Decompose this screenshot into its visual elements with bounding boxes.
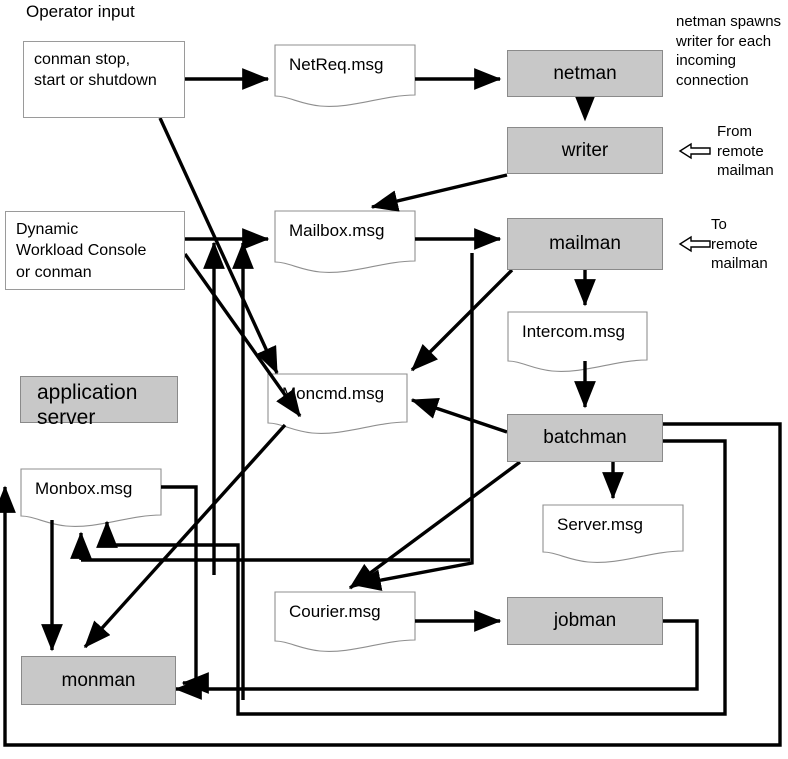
- page-title: Operator input: [26, 2, 135, 21]
- node-monbox-msg[interactable]: Monbox.msg: [21, 469, 161, 517]
- monman-label: monman: [61, 669, 136, 691]
- mailman-label: mailman: [549, 233, 621, 254]
- to-remote-mailman-icon: [678, 235, 711, 253]
- application-server-line2: server: [37, 405, 96, 429]
- node-batchman[interactable]: batchman: [507, 414, 663, 462]
- conman-command-line1: conman stop,: [34, 51, 131, 68]
- batchman-label: batchman: [543, 427, 627, 448]
- node-mailman[interactable]: mailman: [507, 218, 663, 270]
- from-remote-mailman-icon: [678, 142, 711, 160]
- caption-from-remote-mailman: From remote mailman: [717, 123, 774, 179]
- dwc-line3: or conman: [16, 263, 92, 281]
- dwc-line2: Workload Console: [16, 242, 147, 260]
- node-moncmd-msg[interactable]: Moncmd.msg: [268, 374, 407, 424]
- node-jobman[interactable]: jobman: [507, 597, 663, 645]
- dwc-line1: Dynamic: [16, 221, 79, 238]
- conman-command-line2: start or shutdown: [34, 72, 157, 90]
- application-server-line1: application: [37, 381, 138, 404]
- node-netman[interactable]: netman: [507, 50, 663, 97]
- server-msg-label: Server.msg: [557, 515, 643, 534]
- monbox-msg-label: Monbox.msg: [35, 479, 133, 498]
- node-writer[interactable]: writer: [507, 127, 663, 174]
- node-server-msg[interactable]: Server.msg: [543, 505, 683, 553]
- node-monman[interactable]: monman: [21, 656, 176, 705]
- writer-label: writer: [561, 139, 609, 161]
- node-conman-command[interactable]: conman stop, start or shutdown: [23, 41, 185, 118]
- node-mailbox-msg[interactable]: Mailbox.msg: [275, 211, 415, 263]
- mailbox-msg-label: Mailbox.msg: [289, 221, 385, 240]
- moncmd-msg-label: Moncmd.msg: [282, 384, 385, 403]
- netreq-msg-label: NetReq.msg: [289, 55, 384, 74]
- jobman-label: jobman: [553, 610, 617, 631]
- courier-msg-label: Courier.msg: [289, 602, 381, 621]
- caption-to-remote-mailman: To remote mailman: [711, 216, 768, 272]
- caption-netman-spawns: netman spawns writer for each incoming c…: [676, 13, 782, 89]
- legend-application-server: application server: [20, 376, 178, 429]
- node-courier-msg[interactable]: Courier.msg: [275, 592, 415, 642]
- netman-label: netman: [553, 62, 617, 84]
- intercom-msg-label: Intercom.msg: [522, 322, 625, 341]
- node-netreq-msg[interactable]: NetReq.msg: [275, 45, 415, 97]
- node-dynamic-workload-console[interactable]: Dynamic Workload Console or conman: [5, 211, 185, 290]
- node-intercom-msg[interactable]: Intercom.msg: [508, 312, 647, 362]
